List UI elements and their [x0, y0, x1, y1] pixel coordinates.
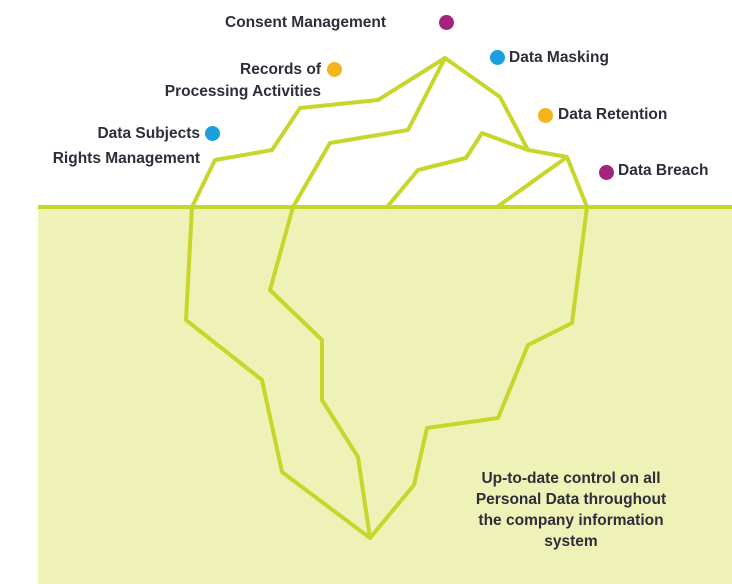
label-data-retention: Data Retention	[558, 106, 668, 123]
iceberg-caption: Up-to-date control on all Personal Data …	[436, 468, 706, 552]
label-consent-management: Consent Management	[225, 14, 387, 31]
dot-records-of-processing	[327, 62, 342, 77]
dot-data-masking	[490, 50, 505, 65]
dot-data-retention	[538, 108, 553, 123]
label-data-breach: Data Breach	[618, 162, 709, 179]
caption-line-2: Personal Data throughout	[475, 491, 667, 508]
caption-line-1: Up-to-date control on all	[481, 470, 661, 487]
label-data-masking: Data Masking	[509, 49, 609, 66]
iceberg-facet	[495, 155, 569, 209]
caption-line-4: system	[544, 533, 598, 550]
label-data-subjects-line1: Data Subjects	[97, 125, 200, 142]
caption-line-3: the company information	[478, 512, 664, 529]
dot-consent-management	[439, 15, 454, 30]
iceberg-inner-crack	[268, 56, 447, 540]
label-data-subjects-line2: Rights Management	[52, 150, 200, 167]
label-records-line2: Processing Activities	[164, 83, 321, 100]
dot-data-breach	[599, 165, 614, 180]
iceberg-outline	[184, 56, 589, 540]
label-records-line1: Records of	[240, 61, 321, 78]
iceberg-ridge	[385, 131, 530, 209]
dot-data-subjects	[205, 126, 220, 141]
